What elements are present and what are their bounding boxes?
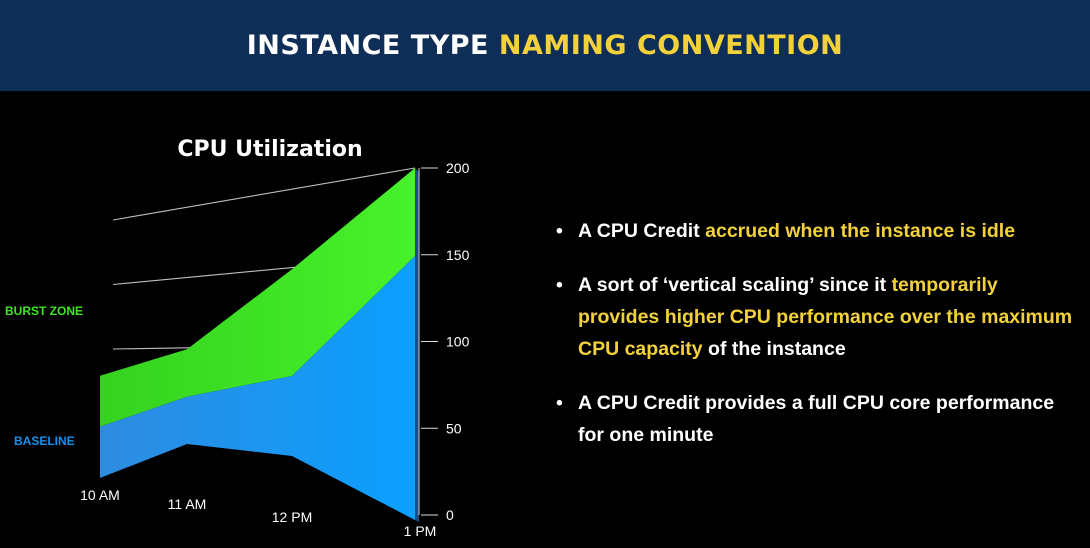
slide-header: INSTANCE TYPE NAMING CONVENTION: [0, 0, 1090, 91]
bullet-text: A sort of ‘vertical scaling’ since it: [578, 274, 892, 296]
baseline-area: [100, 256, 415, 520]
y-tick-label: 200: [446, 160, 470, 176]
y-tick-label: 0: [446, 507, 454, 523]
bullet-highlight-text: accrued when the instance is idle: [705, 220, 1016, 242]
bullet-text: A CPU Credit: [578, 220, 706, 242]
gridline: [112, 167, 416, 221]
baseline-label: BASELINE: [14, 434, 75, 448]
bullet-text: A CPU Credit provides a full CPU core pe…: [578, 392, 1055, 446]
x-tick-label: 11 AM: [168, 496, 207, 512]
y-tick-label: 150: [446, 247, 470, 263]
bullet-item: A CPU Credit accrued when the instance i…: [554, 215, 1084, 247]
burst-zone-area: [100, 168, 415, 427]
slide-title: INSTANCE TYPE NAMING CONVENTION: [247, 30, 844, 61]
y-tick-label: 50: [446, 420, 462, 436]
slide-title-plain: INSTANCE TYPE: [246, 30, 499, 61]
bullet-item: A CPU Credit provides a full CPU core pe…: [554, 387, 1084, 451]
bullet-list: A CPU Credit accrued when the instance i…: [554, 215, 1084, 473]
x-tick-label: 12 PM: [272, 509, 312, 525]
x-tick-label: 1 PM: [404, 523, 437, 539]
slide-title-highlight: NAMING CONVENTION: [498, 30, 844, 61]
y-tick-label: 100: [446, 334, 470, 350]
bullet-text: of the instance: [702, 338, 846, 360]
x-tick-label: 10 AM: [80, 487, 120, 503]
chart-title: CPU Utilization: [177, 137, 362, 162]
bullet-item: A sort of ‘vertical scaling’ since it te…: [554, 269, 1084, 365]
cpu-utilization-chart: 0 50 100 150 200 CPU Utilization 10 AM 11 AM 12…: [5, 137, 470, 539]
chart-side-face: [415, 168, 419, 522]
burst-zone-label: BURST ZONE: [5, 304, 83, 318]
bullet-highlight-text: temporarily provides higher CPU performa…: [578, 274, 1073, 360]
